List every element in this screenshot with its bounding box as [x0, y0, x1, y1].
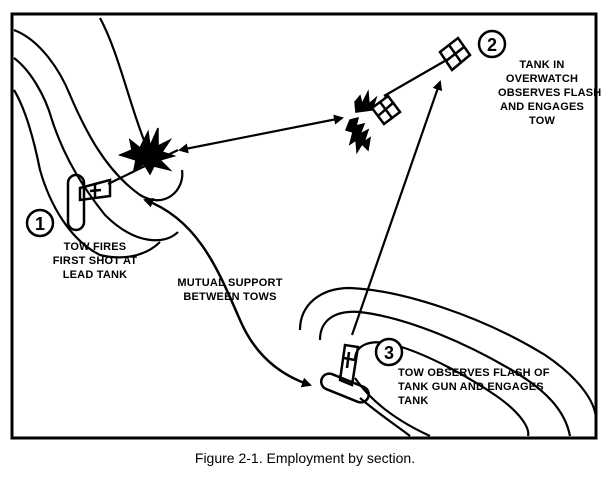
engagement-arrow	[178, 114, 344, 154]
marker-2-number: 2	[487, 35, 497, 55]
mutual-label-line-2: BETWEEN TOWS	[183, 291, 277, 303]
tow3-label-line-3: TANK	[398, 395, 429, 407]
overwatch-line	[383, 57, 451, 97]
tow3-label-line-1: TOW OBSERVES FLASH OF	[398, 367, 550, 379]
mutual-label-line-1: MUTUAL SUPPORT	[177, 277, 283, 289]
mutual-support-label: MUTUAL SUPPORT BETWEEN TOWS	[170, 276, 290, 304]
tow3-engage-arrow	[350, 80, 443, 336]
marker-3-number: 3	[384, 343, 394, 363]
tow1-label-line-2: FIRST SHOT AT	[52, 255, 138, 267]
tank-overwatch-icon	[438, 36, 472, 72]
marker-2: 2	[477, 29, 507, 59]
tow1-label-line-1: TOW FIRES	[63, 241, 127, 253]
tow3-label: TOW OBSERVES FLASH OF TANK GUN AND ENGAG…	[398, 366, 578, 408]
tow1-fire-line	[107, 149, 179, 185]
marker-1: 1	[25, 208, 55, 238]
tow-1-vehicle	[66, 173, 112, 232]
tow1-label-line-3: LEAD TANK	[62, 269, 128, 281]
tank-overwatch-label: TANK IN OVERWATCH OBSERVES FLASH AND ENG…	[498, 58, 602, 128]
tow-shot-explosion	[117, 127, 177, 176]
tank-label-line-5: TOW	[528, 115, 556, 127]
diagram-border	[10, 12, 598, 440]
marker-3: 3	[374, 337, 404, 367]
tank-label-line-1: TANK IN	[519, 59, 565, 71]
lead-tank-icon	[370, 94, 402, 126]
tow-3-vehicle	[319, 343, 371, 404]
figure-caption: Figure 2-1. Employment by section.	[194, 450, 416, 466]
marker-1-number: 1	[35, 214, 45, 234]
tank-label-line-4: AND ENGAGES	[499, 101, 585, 113]
tank-label-line-3: OBSERVES FLASH	[498, 87, 602, 99]
mutual-support-arrow	[143, 198, 312, 388]
tow1-label: TOW FIRES FIRST SHOT AT LEAD TANK	[40, 240, 150, 282]
tank-label-line-2: OVERWATCH	[505, 73, 579, 85]
lead-tank-flash	[344, 89, 378, 155]
tow3-label-line-2: TANK GUN AND ENGAGES	[398, 381, 544, 393]
terrain-contours-right	[298, 286, 598, 438]
